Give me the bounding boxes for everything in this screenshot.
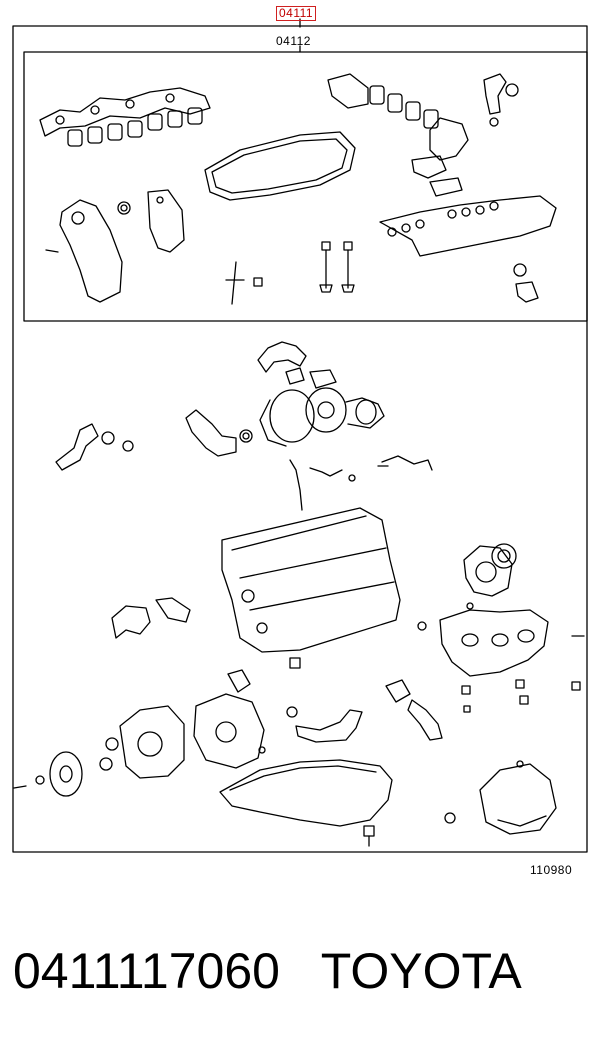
crankshaft-pulley <box>13 737 119 797</box>
water-outlet-pipe <box>483 73 519 127</box>
intake-manifold <box>417 602 585 677</box>
small-bolt <box>45 249 59 253</box>
outer-frame <box>12 25 588 853</box>
oil-pan <box>219 759 393 847</box>
intake-manifold-gasket <box>379 195 557 257</box>
valve-stem-seals <box>319 241 355 293</box>
turbocharger <box>259 387 385 447</box>
part-number: 0411117060 <box>13 943 280 999</box>
seal-ring-inner <box>120 204 128 212</box>
parts-diagram <box>12 18 588 853</box>
water-inlet-housing <box>111 597 191 639</box>
illustration-number: 110980 <box>530 863 573 877</box>
cylinder-block <box>221 507 401 669</box>
flywheel-housing <box>444 760 557 835</box>
oil-strainer <box>286 706 363 743</box>
coolant-pipe-left <box>55 423 134 471</box>
valve-cover-gasket <box>204 131 356 201</box>
rear-oil-seal-retainer <box>463 543 517 597</box>
oil-return-pipe <box>377 455 433 471</box>
pcv-fitting <box>225 261 263 305</box>
water-bypass-hose <box>385 679 443 741</box>
brand-name: TOYOTA <box>320 943 522 999</box>
timing-gear-case <box>119 669 266 779</box>
gasket-kit-box <box>23 51 588 322</box>
group-code-label[interactable]: 04111 <box>276 6 317 21</box>
part-caption: 0411117060 TOYOTA <box>13 940 593 1010</box>
intake-gasket-set <box>327 73 469 197</box>
caption-separator <box>280 943 321 999</box>
cover-gasket-small <box>147 189 185 253</box>
water-pipe-upper <box>257 341 337 389</box>
port-gasket-set <box>67 107 203 147</box>
oil-feed-pipe <box>289 459 356 511</box>
seal-ring <box>117 201 131 215</box>
bolt-set <box>461 679 581 713</box>
o-ring <box>513 263 527 277</box>
sub-group-code-label: 04112 <box>276 34 311 48</box>
exhaust-elbow <box>185 409 253 457</box>
exhaust-manifold-gasket <box>39 87 211 137</box>
sensor-gasket <box>515 281 539 303</box>
timing-cover-gasket <box>59 199 123 303</box>
